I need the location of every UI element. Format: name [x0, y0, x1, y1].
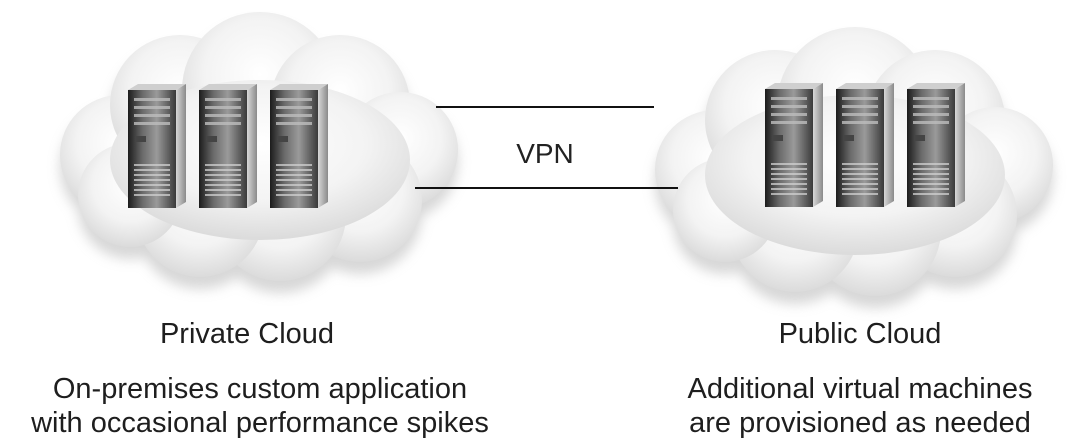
private-cloud-description: On-premises custom application with occa… [20, 372, 500, 440]
vpn-label: VPN [516, 138, 574, 169]
server-tower-icon [907, 83, 965, 207]
private-cloud-description-line2: with occasional performance spikes [31, 407, 489, 439]
public-cloud-title: Public Cloud [778, 318, 942, 350]
server-tower-icon [270, 84, 328, 208]
server-tower-icon [199, 84, 257, 208]
server-tower-icon [765, 83, 823, 207]
private-cloud [60, 12, 458, 293]
private-server-group [128, 84, 328, 208]
private-cloud-title: Private Cloud [159, 318, 335, 350]
private-cloud-description-line1: On-premises custom application [52, 373, 468, 405]
public-cloud-description-line2: are provisioned as needed [689, 407, 1031, 439]
public-server-group [765, 83, 965, 207]
server-tower-icon [128, 84, 186, 208]
public-cloud-description: Additional virtual machines are provisio… [620, 372, 1092, 440]
public-cloud-description-line1: Additional virtual machines [687, 373, 1033, 405]
server-tower-icon [836, 83, 894, 207]
